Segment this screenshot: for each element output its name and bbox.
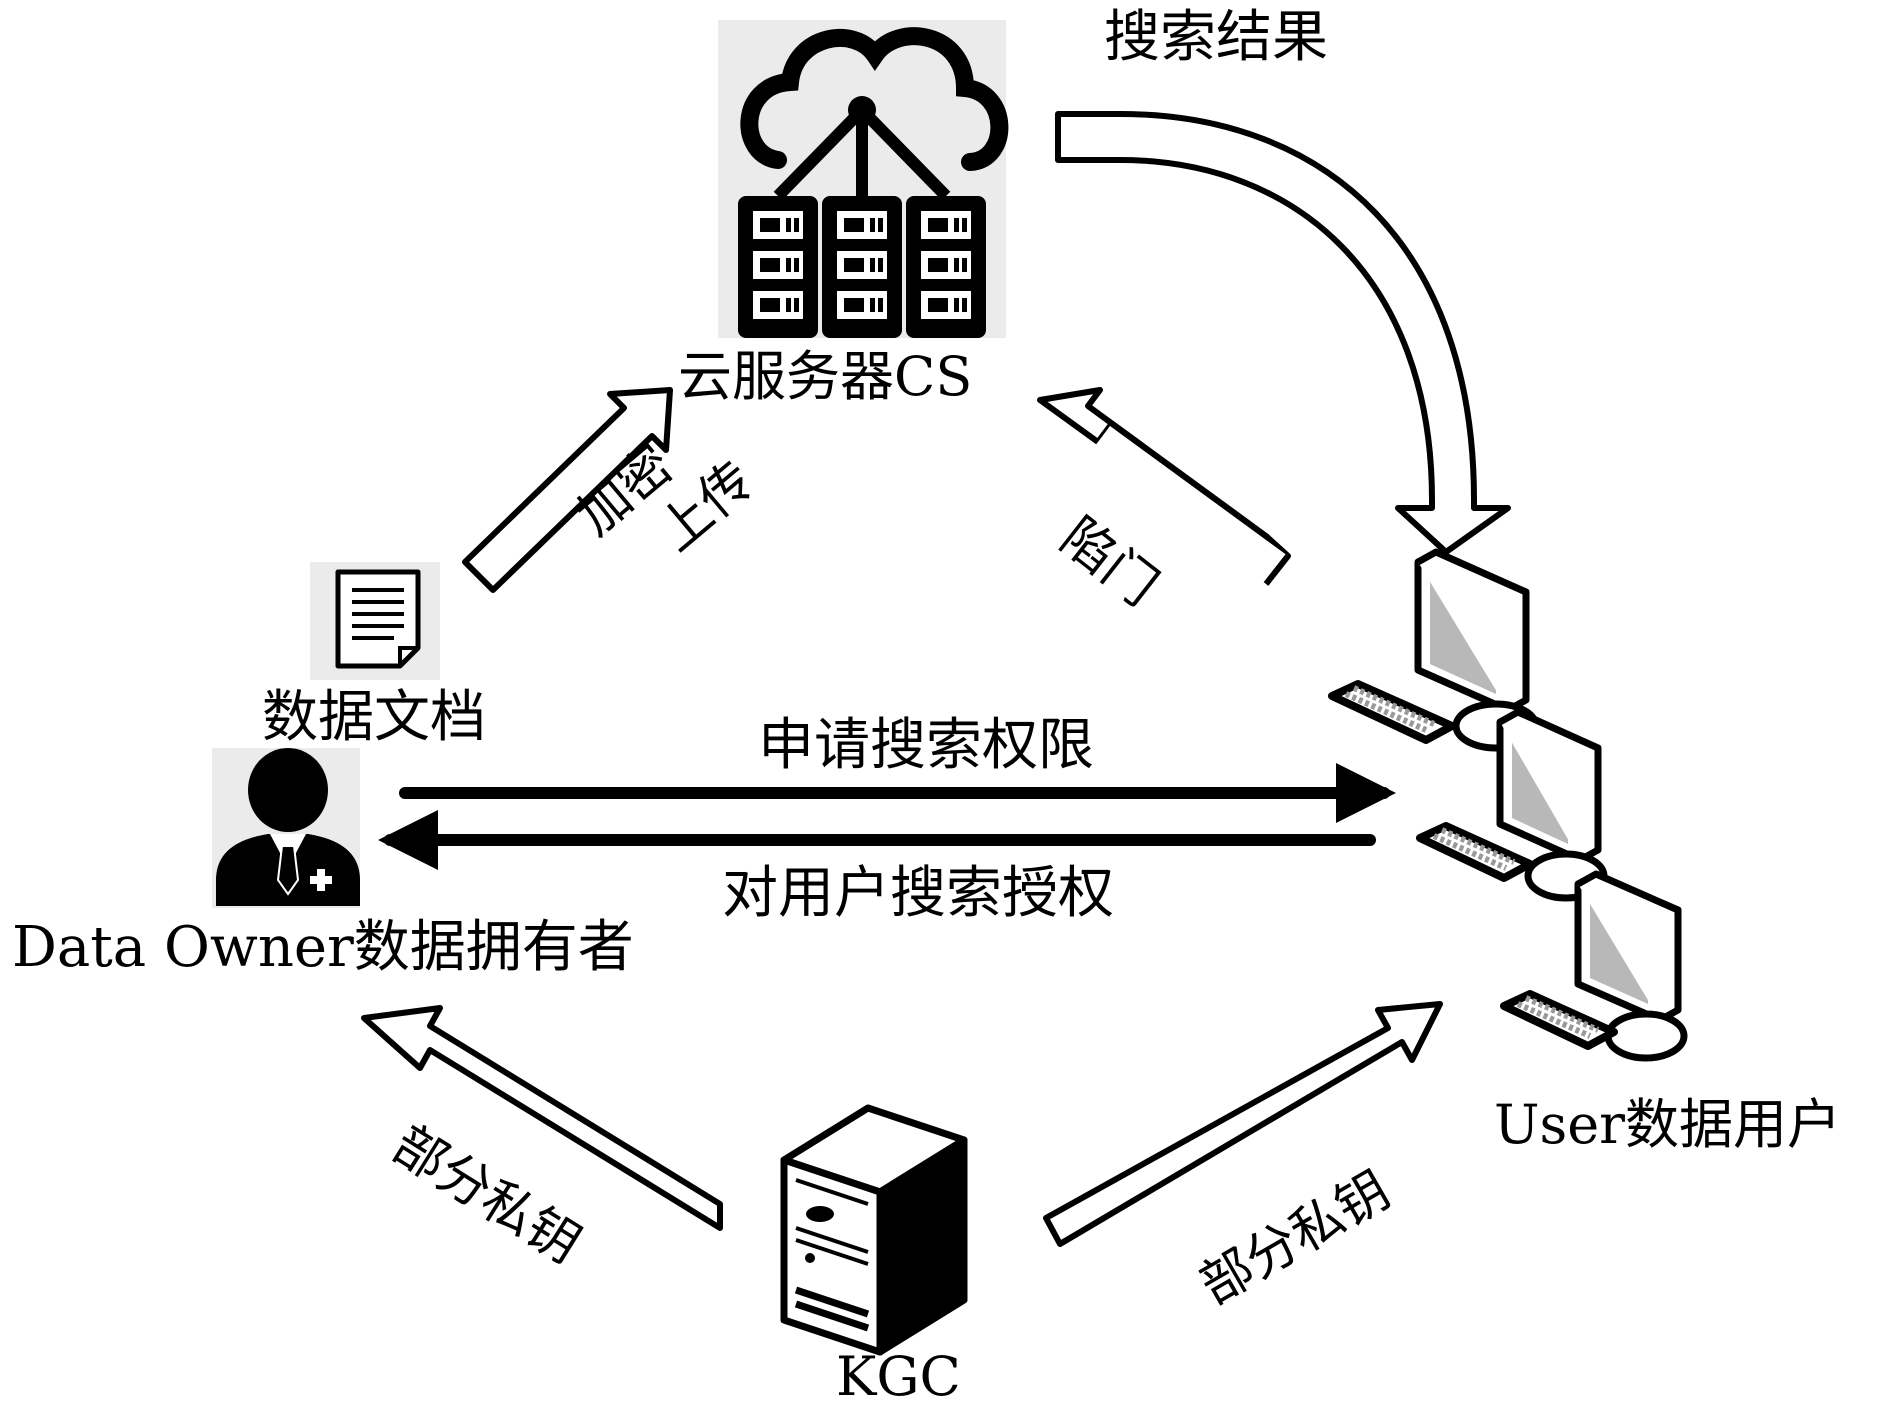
data-document-label: 数据文档 bbox=[262, 685, 486, 750]
arrow-search-result bbox=[1055, 111, 1511, 555]
data-user-label: User数据用户 bbox=[1494, 1093, 1841, 1156]
server-rack-left bbox=[738, 196, 818, 338]
computer-station-1 bbox=[1328, 548, 1540, 752]
apply-permission-label: 申请搜索权限 bbox=[758, 713, 1094, 778]
search-result-label: 搜索结果 bbox=[1104, 5, 1328, 70]
authorize-user-label: 对用户搜索授权 bbox=[722, 861, 1114, 926]
cloud-server-icon bbox=[718, 20, 1009, 338]
arrow-encrypt-upload bbox=[462, 387, 673, 593]
computer-station-3 bbox=[1500, 870, 1688, 1062]
person-icon bbox=[212, 748, 360, 908]
kgc-label: KGC bbox=[836, 1345, 961, 1408]
computers-icon bbox=[1328, 548, 1688, 1062]
computer-station-2 bbox=[1416, 708, 1608, 902]
server-tower-icon bbox=[780, 1104, 968, 1356]
server-rack-middle bbox=[822, 196, 902, 338]
document-icon bbox=[310, 562, 440, 680]
server-rack-right bbox=[906, 196, 986, 338]
arrow-partial-key-user bbox=[1043, 1001, 1443, 1247]
cloud-server-label: 云服务器CS bbox=[678, 345, 973, 408]
data-owner-label: Data Owner数据拥有者 bbox=[12, 915, 634, 980]
arrow-partial-key-owner bbox=[361, 1005, 723, 1231]
arrow-trapdoor bbox=[1037, 387, 1291, 586]
